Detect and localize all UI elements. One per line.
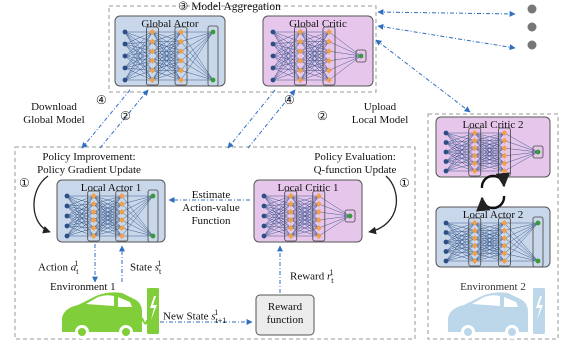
state-symbol: s [154, 261, 160, 274]
action-label: Action at1 [38, 257, 78, 278]
reward-symbol: r [326, 270, 332, 283]
agent-2-region [427, 113, 559, 340]
global-critic-title: Global Critic [289, 18, 347, 30]
q-function-curve [368, 175, 398, 235]
action-text: Action [38, 261, 68, 274]
policy-improvement-label: Policy Improvement: Policy Gradient Upda… [14, 151, 164, 177]
policy-improvement-line1: Policy Improvement: [42, 151, 136, 163]
local-actor-1-network [56, 179, 166, 243]
local-actor-2-network [435, 206, 551, 268]
policy-improvement-line2: Policy Gradient Update [37, 164, 141, 176]
aggregation-step-number: ③ [178, 1, 189, 13]
agent-1-region [14, 146, 416, 340]
ev-car-icon [62, 292, 142, 339]
reward-sub: t [331, 275, 334, 285]
download-step-number: ④ [96, 93, 107, 107]
policy-evaluation-label: Policy Evaluation: Q-function Update [295, 151, 415, 177]
charging-station-faded-icon [533, 288, 545, 334]
more-agents-dot-3 [527, 40, 537, 50]
download-label: Download Global Model [12, 101, 96, 127]
state-text: State [130, 261, 152, 274]
arrow-to-more-agents-2 [377, 23, 516, 51]
policy-improvement-step-number: ① [19, 176, 30, 190]
estimate-label: Estimate Action-value Function [172, 189, 250, 228]
state-label: State st1 [130, 257, 161, 278]
upload-step-number: ② [317, 109, 328, 123]
arrow-download-global-actor [81, 89, 131, 149]
policy-evaluation-step-number: ① [399, 176, 410, 190]
policy-evaluation-line1: Policy Evaluation: [314, 151, 396, 163]
state-sub: t [159, 266, 162, 276]
local-critic-2-title: Local Critic 2 [462, 119, 524, 131]
reward-function-line1: Reward [267, 301, 303, 313]
reward-text: Reward [290, 270, 325, 283]
global-critic-network [262, 15, 374, 87]
exchange-cycle-icon [476, 172, 510, 212]
local-critic-1-title: Local Critic 1 [277, 182, 339, 194]
new-state-sub: t+1 [215, 315, 227, 325]
left-upload-step-number: ② [120, 109, 131, 123]
more-agents-dot-1 [527, 4, 537, 14]
policy-gradient-curve [33, 175, 51, 234]
charging-station-icon [141, 288, 159, 334]
new-state-label: New State st+11 [163, 306, 226, 327]
aggregation-label: ③ Model Aggregation [178, 1, 281, 14]
global-actor-network [114, 15, 226, 87]
action-sup: 1 [74, 259, 79, 268]
global-actor-title: Global Actor [141, 18, 199, 30]
local-actor-1-title: Local Actor 1 [80, 182, 142, 194]
policy-evaluation-line2: Q-function Update [313, 164, 397, 176]
reward-function-label: Reward function [256, 301, 314, 327]
new-state-sup: 1 [214, 308, 219, 317]
aggregation-text: Model Aggregation [191, 1, 281, 13]
local-critic-1-network [253, 179, 363, 243]
arrow-upload-local-actor [99, 89, 149, 149]
more-agents-dot-2 [527, 22, 537, 32]
download-line1: Download [31, 101, 77, 113]
action-sub: t [76, 266, 79, 276]
arrow-upload-local-critic [247, 89, 296, 149]
estimate-line1: Estimate [191, 189, 231, 201]
upload-label: Upload Local Model [340, 101, 420, 127]
upload-line1: Upload [363, 101, 397, 113]
upload-line2: Local Model [351, 114, 409, 126]
reward-function-box [255, 294, 315, 336]
new-state-text: New State [163, 310, 209, 323]
environment-2-label: Environment 2 [460, 281, 526, 293]
reward-function-line2: function [266, 314, 304, 326]
right-download-step-number: ④ [284, 93, 295, 107]
estimate-line3: Function [191, 215, 231, 227]
download-line2: Global Model [23, 114, 85, 126]
estimate-line2: Action-value [182, 202, 240, 214]
arrow-to-more-agents-1 [377, 9, 516, 17]
arrow-download-global-critic [227, 89, 276, 149]
reward-sup: 1 [329, 268, 334, 277]
reward-label: Reward rt1 [290, 266, 333, 287]
local-actor-2-title: Local Actor 2 [462, 209, 524, 221]
new-state-symbol: s [211, 310, 216, 323]
environment-1-label: Environment 1 [50, 281, 116, 293]
arrow-critic-to-agent2 [375, 39, 471, 113]
action-symbol: a [70, 261, 77, 274]
state-sup: 1 [157, 259, 162, 268]
ev-car-faded-icon [448, 292, 528, 339]
